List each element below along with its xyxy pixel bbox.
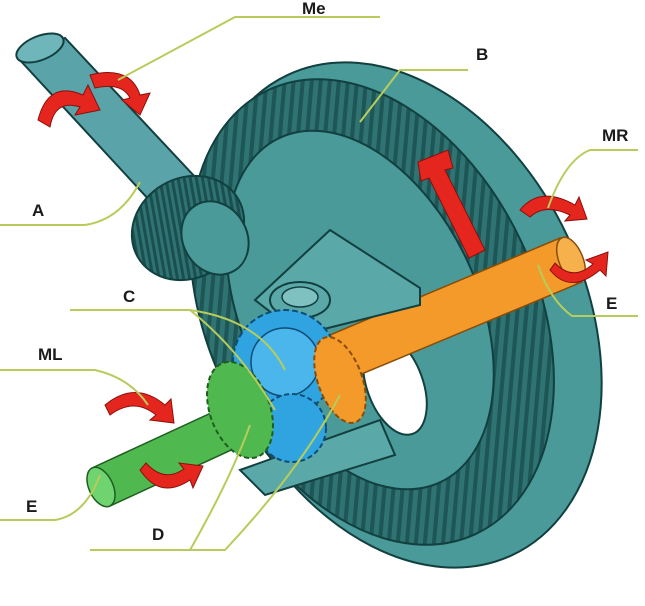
- pinion-gear: [130, 174, 250, 282]
- label-a: A: [32, 201, 45, 220]
- label-b: B: [476, 45, 489, 64]
- curved-arrow-icon: [104, 392, 175, 424]
- straight-arrow-icon: [417, 149, 486, 259]
- label-ml: ML: [38, 345, 63, 364]
- label-me: Me: [302, 0, 326, 18]
- label-e-left: E: [26, 497, 38, 516]
- curved-arrow-icon: [139, 462, 204, 490]
- label-d: D: [152, 525, 165, 544]
- side-gear-right: [313, 336, 367, 424]
- label-c: C: [123, 287, 136, 306]
- curved-arrow-icon: [89, 72, 151, 116]
- curved-arrow-icon: [549, 251, 609, 283]
- curved-arrow-icon: [519, 195, 588, 222]
- curved-arrow-icon: [37, 83, 101, 128]
- label-mr: MR: [602, 126, 629, 145]
- leader-lines: [0, 16, 638, 551]
- rotation-arrows: [37, 72, 609, 490]
- label-e-right: E: [606, 294, 618, 313]
